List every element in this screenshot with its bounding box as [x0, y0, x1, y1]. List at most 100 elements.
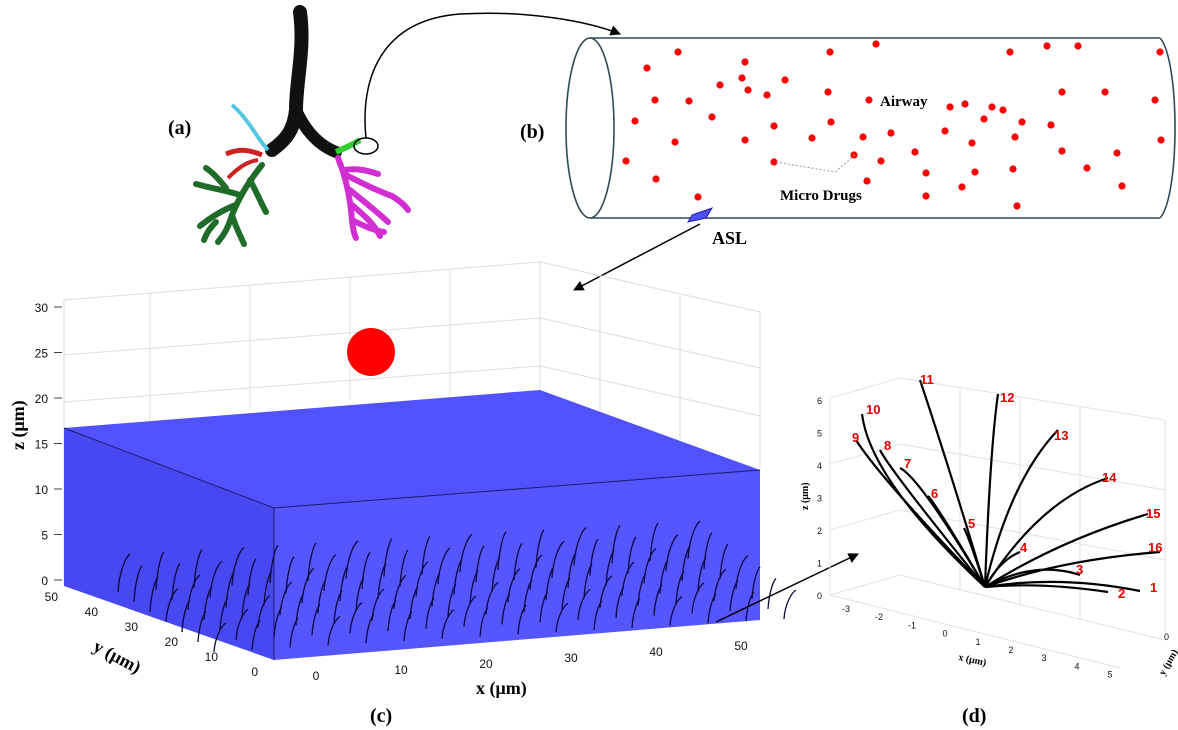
drug-dot — [958, 183, 966, 191]
panel-d-y-label: y (μm) — [1157, 648, 1178, 678]
z-tick-label: 0 — [41, 574, 48, 588]
drug-dot — [1101, 88, 1109, 96]
d-z-tick-label: 1 — [817, 559, 822, 569]
drug-dot — [850, 151, 858, 159]
cylinder-back-cap — [1159, 37, 1176, 219]
cilia — [117, 520, 797, 653]
cilium — [383, 538, 393, 577]
beat-curve-label: 11 — [920, 372, 934, 387]
drug-dot — [826, 48, 834, 56]
drug-dot — [770, 158, 778, 166]
red-branch — [225, 147, 263, 158]
beat-curve-label: 12 — [1000, 390, 1014, 405]
d-x-tick-label: -3 — [842, 604, 850, 614]
beat-curve — [918, 379, 987, 588]
drug-dot — [980, 115, 988, 123]
cilium — [573, 527, 587, 566]
cilium — [213, 622, 227, 653]
cilium — [577, 588, 591, 621]
cilium — [767, 578, 777, 610]
panel-d-x-label: x (μm) — [957, 652, 987, 669]
cilium — [247, 558, 257, 596]
cilium — [783, 589, 797, 620]
cilium — [735, 554, 749, 590]
cilium — [273, 606, 283, 638]
cilium — [269, 544, 279, 584]
cilium — [203, 585, 213, 620]
cilium — [675, 570, 685, 604]
drug-dot — [941, 127, 949, 135]
drug-dot — [1083, 164, 1091, 172]
cilium — [583, 563, 593, 598]
beat-curve — [984, 512, 1149, 588]
beat-curve-label: 10 — [866, 402, 880, 417]
y-tick-label: 10 — [205, 650, 219, 664]
beat-curve-label: 13 — [1054, 428, 1068, 443]
d-z-tick-label: 2 — [817, 526, 822, 536]
drug-dot — [961, 100, 969, 108]
cilium — [403, 611, 413, 642]
drug-dot — [877, 157, 885, 165]
cilium — [393, 574, 407, 609]
green-branch — [334, 137, 362, 155]
drug-dot — [1151, 96, 1159, 104]
cilium — [301, 567, 315, 604]
cilium — [231, 546, 245, 586]
cyan-branch — [230, 103, 270, 152]
cilium — [339, 565, 349, 602]
beat-curve-label: 14 — [1102, 470, 1117, 485]
cilium — [323, 553, 337, 592]
drug-dot — [887, 129, 895, 137]
asl-side-face — [64, 428, 274, 660]
y-tick-label: 0 — [251, 665, 258, 679]
asl-top-face — [64, 390, 760, 508]
z-tick-label: 25 — [35, 347, 49, 361]
d-y-tick-label: -1 — [1174, 646, 1178, 656]
drug-dot — [685, 97, 693, 105]
cilium — [475, 545, 485, 583]
cilium — [697, 557, 707, 592]
drug-dot — [968, 139, 976, 147]
y-tick-label: 50 — [45, 590, 59, 604]
cilium — [497, 531, 507, 571]
y-tick-label: 30 — [125, 620, 139, 634]
beat-curve — [860, 413, 986, 588]
drug-dot — [863, 177, 871, 185]
cilium — [365, 613, 375, 644]
cilium — [197, 611, 207, 643]
cilium — [507, 568, 521, 603]
panel-c-x-label: x (μm) — [476, 678, 527, 699]
panel-a-lung-tree: (a) — [168, 5, 411, 247]
cilium — [149, 576, 159, 613]
cilium — [311, 604, 321, 636]
drug-dot — [744, 86, 752, 94]
drug-dot — [922, 192, 930, 200]
red-branch-2 — [226, 158, 259, 180]
drug-dot — [652, 175, 660, 183]
micro-drugs — [622, 40, 1165, 210]
d-x-tick-label: 4 — [1074, 661, 1079, 671]
cilium — [187, 574, 201, 610]
cilium — [181, 599, 191, 633]
cilium — [437, 547, 451, 585]
drug-dot — [988, 103, 996, 111]
x-tick-label: 20 — [479, 657, 493, 671]
drug-dot — [741, 58, 749, 66]
drug-dot — [651, 96, 659, 104]
drug-dot — [922, 169, 930, 177]
panel-a-label: (a) — [168, 117, 191, 139]
drug-dot — [1113, 149, 1121, 157]
cilium — [453, 558, 463, 595]
d-y-tick-label: 0 — [1164, 632, 1169, 642]
beat-curve — [984, 550, 1161, 589]
cilium — [117, 553, 131, 593]
beat-curve-label: 16 — [1148, 540, 1162, 555]
drug-dot — [865, 96, 873, 104]
panel-d-z-label: z (μm) — [800, 482, 811, 510]
drug-dot — [671, 138, 679, 146]
cilium — [441, 609, 455, 639]
